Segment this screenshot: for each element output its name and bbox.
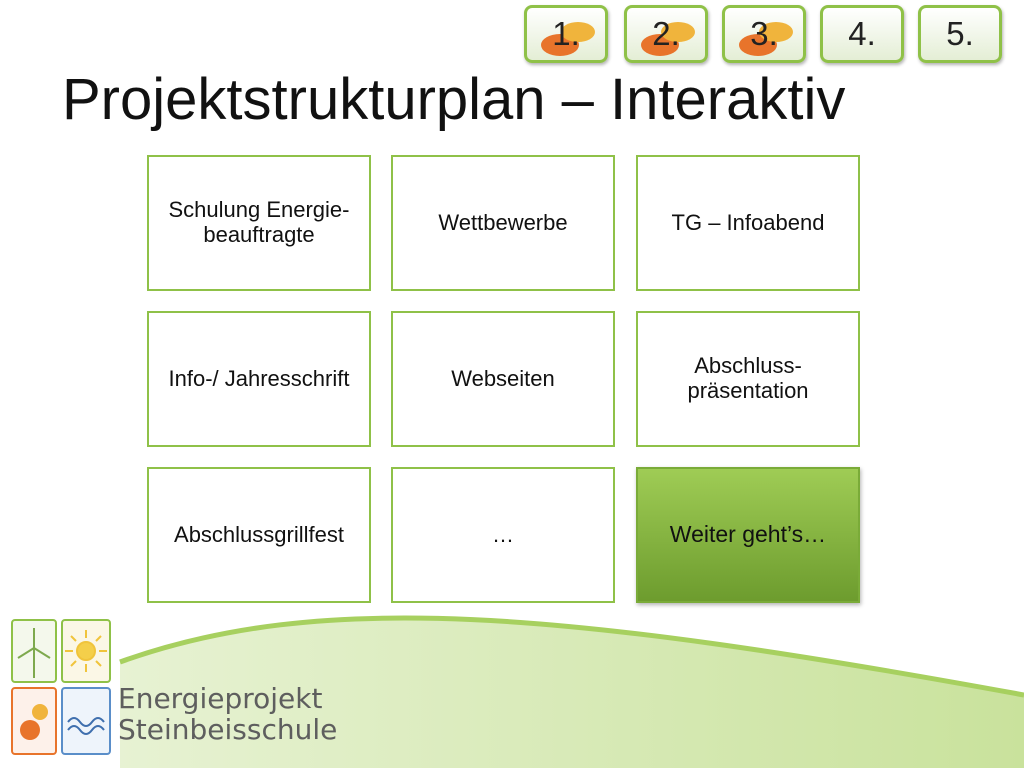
logo-line-1: Energieprojekt (118, 682, 323, 715)
nav-label: 2. (652, 15, 680, 52)
decorative-wave (119, 615, 1024, 768)
nav-label: 5. (946, 15, 974, 52)
page-title: Projektstrukturplan – Interaktiv (62, 67, 846, 132)
tile-weiter-button[interactable]: Weiter geht’s… (636, 467, 860, 603)
tile-jahresschrift[interactable]: Info-/ Jahresschrift (147, 311, 371, 447)
nav-button-1[interactable]: 1. (524, 5, 608, 63)
tile-wettbewerbe[interactable]: Wettbewerbe (391, 155, 615, 291)
sun-icon (65, 630, 107, 672)
speech-bubble-icon (661, 22, 695, 42)
windmill-icon (17, 628, 51, 678)
tile-schulung[interactable]: Schulung Energie-beauftragte (147, 155, 371, 291)
school-logo-text: Energieprojekt Steinbeisschule (118, 682, 338, 746)
slide-navigation: 1. 2. 3. 4. 5. (0, 0, 1024, 70)
tile-webseiten[interactable]: Webseiten (391, 311, 615, 447)
nav-button-3[interactable]: 3. (722, 5, 806, 63)
tile-tg-infoabend[interactable]: TG – Infoabend (636, 155, 860, 291)
nav-label: 4. (848, 15, 876, 52)
tile-grillfest[interactable]: Abschlussgrillfest (147, 467, 371, 603)
nav-label: 1. (552, 15, 580, 52)
tile-abschlusspraesentation[interactable]: Abschluss-präsentation (636, 311, 860, 447)
tile-ellipsis[interactable]: … (391, 467, 615, 603)
water-waves-icon (67, 717, 105, 735)
logo-line-2: Steinbeisschule (118, 712, 338, 746)
nav-button-2[interactable]: 2. (624, 5, 708, 63)
nav-button-5[interactable]: 5. (918, 5, 1002, 63)
nav-button-4[interactable]: 4. (820, 5, 904, 63)
school-logo-icon (11, 619, 111, 755)
nav-label: 3. (750, 15, 778, 52)
speech-bubble-icon (759, 22, 793, 42)
speech-bubble-icon (561, 22, 595, 42)
